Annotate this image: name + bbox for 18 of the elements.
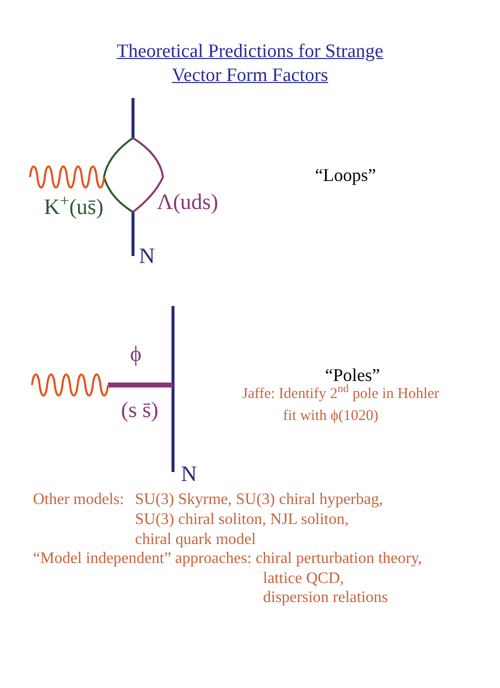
particle-label: Λ(uds) — [157, 188, 218, 216]
note-text: dispersion relations — [263, 588, 388, 608]
note-text: Jaffe: Identify 2$^{nd}$ pole in Hohler — [242, 385, 440, 404]
title: Theoretical Predictions for Strange Vector Form Factors — [116, 40, 384, 88]
particle-label: (s s̄) — [121, 396, 158, 424]
note-text: SU(3) Skyrme, SU(3) chiral hyperbag, — [135, 490, 383, 510]
note-text: fit with ϕ(1020) — [283, 407, 378, 426]
particle-label: N — [181, 460, 197, 488]
diagram-heading: “Loops” — [315, 164, 376, 186]
particle-label: ϕ — [130, 340, 142, 368]
note-text: “Model independent” approaches: chiral perturbation theory, — [33, 549, 422, 569]
note-text: Other models: — [33, 490, 124, 510]
diagram-heading: “Poles” — [325, 364, 380, 385]
particle-label: N — [139, 242, 155, 270]
note-text: lattice QCD, — [263, 569, 344, 589]
note-text: chiral quark model — [135, 530, 256, 550]
note-text: SU(3) chiral soliton, NJL soliton, — [135, 510, 349, 530]
particle-label: K$^{+}$(us̄) — [44, 193, 104, 220]
